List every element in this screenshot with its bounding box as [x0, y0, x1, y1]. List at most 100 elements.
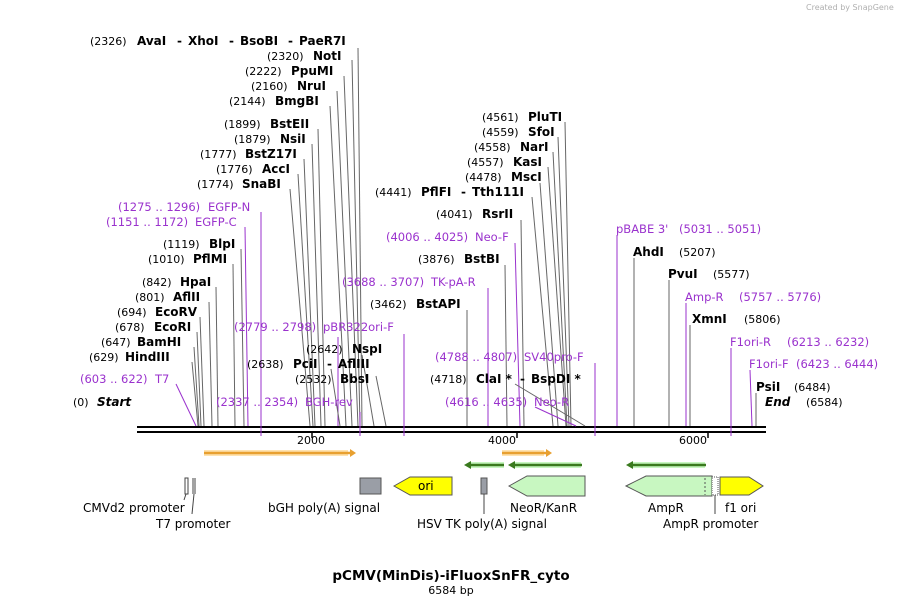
primer-egfp-n: (1275 .. 1296) EGFP-N	[118, 200, 250, 214]
site-ahdi: AhdI (5207)	[633, 245, 716, 259]
svg-text:-: -	[177, 34, 182, 48]
site-nari: (4558) NarI	[474, 140, 549, 154]
orf-green-2	[508, 461, 582, 469]
svg-text:(647): (647)	[101, 336, 131, 349]
svg-text:ClaI *: ClaI *	[476, 372, 513, 386]
svg-text:(603 .. 622): (603 .. 622)	[80, 372, 148, 386]
site-ecori: (678) EcoRI	[115, 320, 191, 334]
svg-text:(5806): (5806)	[744, 313, 781, 326]
site-bstapi: (3462) BstAPI	[370, 297, 461, 311]
site-rsrii: (4041) RsrII	[436, 207, 513, 221]
svg-text:SfoI: SfoI	[528, 125, 555, 139]
svg-text:(5577): (5577)	[713, 268, 750, 281]
svg-text:(3462): (3462)	[370, 298, 407, 311]
svg-text:(4561): (4561)	[482, 111, 519, 124]
svg-text:(2779 .. 2798): (2779 .. 2798)	[234, 320, 316, 334]
svg-text:BbsI: BbsI	[340, 372, 369, 386]
backbone	[137, 426, 766, 438]
site-pflmi: (1010) PflMI	[148, 252, 227, 266]
svg-text:(2326): (2326)	[90, 35, 127, 48]
svg-text:pBABE 3': pBABE 3'	[616, 222, 668, 236]
primer-egfp-c: (1151 .. 1172) EGFP-C	[106, 215, 237, 229]
site-xmni: XmnI (5806)	[692, 312, 781, 326]
site-nspi: (2642) NspI	[306, 342, 382, 356]
svg-text:(2337 .. 2354): (2337 .. 2354)	[216, 395, 298, 409]
feature-ori-shape	[392, 476, 453, 496]
feature-t7-promoter-shape	[191, 478, 196, 515]
svg-text:(4441): (4441)	[375, 186, 412, 199]
orf-orange-2	[502, 449, 552, 457]
svg-text:Amp-R: Amp-R	[685, 290, 724, 304]
svg-text:(1899): (1899)	[224, 118, 261, 131]
primer-bgh-rev: (2337 .. 2354) BGH-rev	[216, 395, 353, 409]
svg-text:(2532): (2532)	[295, 373, 332, 386]
svg-text:PvuI: PvuI	[668, 267, 698, 281]
primer-sv40pro-f: (4788 .. 4807) SV40pro-F	[435, 350, 584, 364]
site-noti: (2320) NotI	[267, 49, 342, 63]
svg-text:SV40pro-F: SV40pro-F	[524, 350, 584, 364]
svg-text:(6584): (6584)	[806, 396, 843, 409]
svg-text:(2160): (2160)	[251, 80, 288, 93]
svg-text:EcoRI: EcoRI	[154, 320, 191, 334]
scale-tick-4000: 4000	[488, 434, 516, 447]
svg-text:End: End	[765, 395, 791, 409]
feature-neor-kanr-shape	[507, 475, 586, 497]
orf-green-1	[464, 461, 504, 469]
svg-text:BstAPI: BstAPI	[416, 297, 461, 311]
svg-text:(801): (801)	[135, 291, 165, 304]
site-bbsi: (2532) BbsI	[295, 372, 369, 386]
svg-text:XmnI: XmnI	[692, 312, 727, 326]
svg-text:EGFP-C: EGFP-C	[195, 215, 237, 229]
svg-text:(5207): (5207)	[679, 246, 716, 259]
svg-text:(5031 .. 5051): (5031 .. 5051)	[679, 222, 761, 236]
svg-text:(0): (0)	[73, 396, 89, 409]
primer-f1ori-r: F1ori-R (6213 .. 6232)	[730, 335, 869, 349]
svg-text:(678): (678)	[115, 321, 145, 334]
svg-text:BsoBI: BsoBI	[240, 34, 278, 48]
svg-text:BstEII: BstEII	[270, 117, 309, 131]
svg-text:PluTI: PluTI	[528, 110, 562, 124]
svg-text:(6213 .. 6232): (6213 .. 6232)	[787, 335, 869, 349]
site-psii: PsiI (6484)	[756, 380, 831, 394]
svg-text:(1119): (1119)	[163, 238, 200, 251]
svg-text:(4558): (4558)	[474, 141, 511, 154]
svg-text:(3688 .. 3707): (3688 .. 3707)	[342, 275, 424, 289]
svg-text:BstBI: BstBI	[464, 252, 500, 266]
site-leader-lines	[175, 47, 757, 436]
svg-text:-: -	[288, 34, 293, 48]
svg-text:(1151 .. 1172): (1151 .. 1172)	[106, 215, 188, 229]
site-acci: (1776) AccI	[216, 162, 290, 176]
svg-text:(1010): (1010)	[148, 253, 185, 266]
site-blpi: (1119) BlpI	[163, 237, 235, 251]
svg-text:Start: Start	[97, 395, 132, 409]
site-snabi: (1774) SnaBI	[197, 177, 281, 191]
orf-orange-1	[204, 449, 356, 457]
site-msci: (4478) MscI	[465, 170, 542, 184]
scale-tick-6000: 6000	[679, 434, 707, 447]
primer-pbr322ori-f: (2779 .. 2798) pBR322ori-F	[234, 320, 394, 334]
svg-text:AflIII: AflIII	[338, 357, 370, 371]
site-pvui: PvuI (5577)	[668, 267, 750, 281]
feature-label-neo: NeoR/KanR	[510, 501, 577, 515]
svg-text:BlpI: BlpI	[209, 237, 235, 251]
svg-text:PciI: PciI	[293, 357, 318, 371]
svg-text:(4788 .. 4807): (4788 .. 4807)	[435, 350, 517, 364]
site-nsii: (1879) NsiI	[234, 132, 306, 146]
feature-hsv-tk-polya-shape	[480, 477, 488, 514]
svg-text:BstZ17I: BstZ17I	[245, 147, 297, 161]
site-hpai: (842) HpaI	[142, 275, 211, 289]
site-hindiii: (629) HindIII	[89, 350, 170, 364]
svg-text:(842): (842)	[142, 276, 172, 289]
site-pluti: (4561) PluTI	[482, 110, 562, 124]
svg-text:Tth111I: Tth111I	[472, 185, 524, 199]
plasmid-length: 6584 bp	[428, 584, 473, 597]
svg-text:PaeR7I: PaeR7I	[299, 34, 346, 48]
svg-text:(2144): (2144)	[229, 95, 266, 108]
feature-label-hsv: HSV TK poly(A) signal	[417, 517, 547, 531]
svg-text:(1275 .. 1296): (1275 .. 1296)	[118, 200, 200, 214]
svg-text:(4718): (4718)	[430, 373, 467, 386]
svg-text:KasI: KasI	[513, 155, 542, 169]
primer-amp-r: Amp-R (5757 .. 5776)	[685, 290, 821, 304]
svg-text:T7: T7	[154, 372, 169, 386]
svg-text:(5757 .. 5776): (5757 .. 5776)	[739, 290, 821, 304]
